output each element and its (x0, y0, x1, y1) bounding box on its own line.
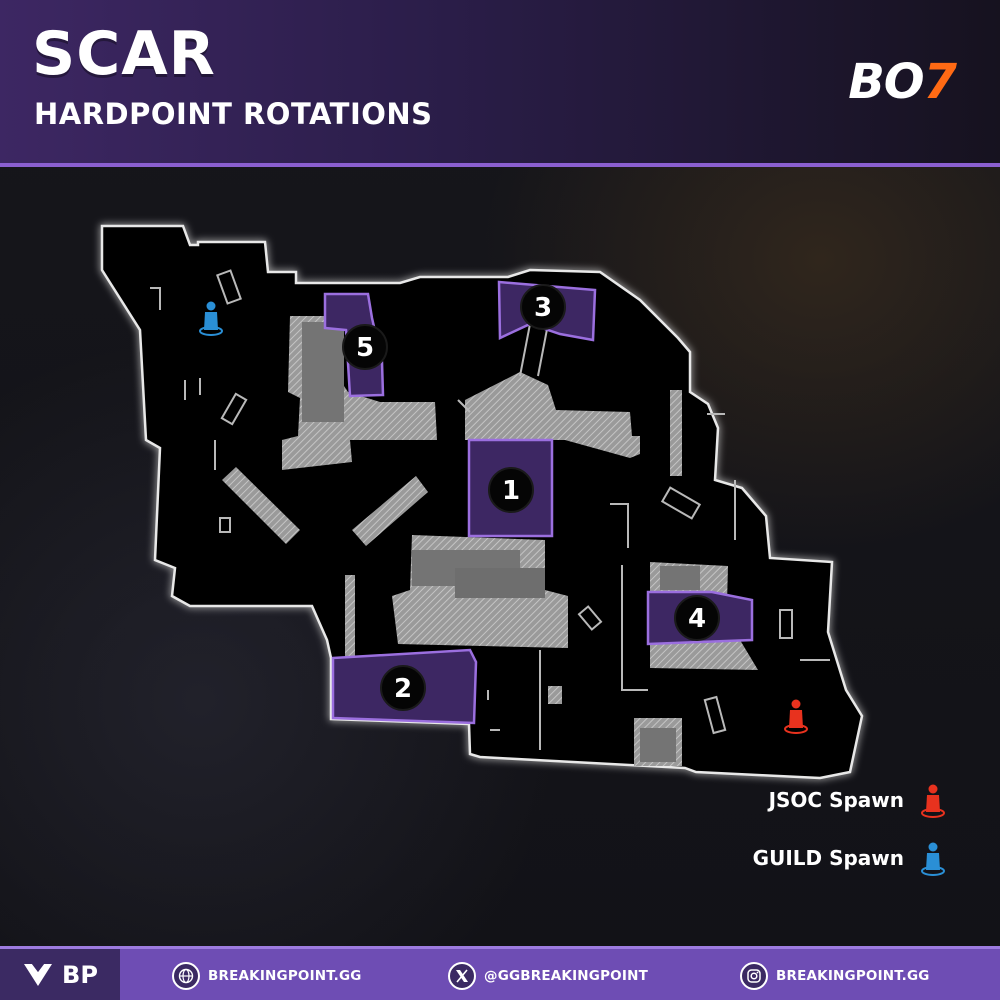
footer-website-text: BREAKINGPOINT.GG (208, 968, 362, 984)
map-walls (150, 269, 830, 750)
jsoc-spawn-icon (921, 784, 945, 818)
jsoc-spawn-marker (784, 699, 808, 734)
footer-bar (0, 946, 1000, 1000)
mode-subtitle: HARDPOINT ROTATIONS (34, 97, 433, 131)
hardpoint-number-3: 3 (534, 293, 552, 323)
footer-website-link[interactable]: BREAKINGPOINT.GG (172, 960, 362, 992)
footer-divider (0, 946, 1000, 949)
hardpoint-number-4: 4 (688, 604, 706, 634)
hardpoint-number-5: 5 (356, 333, 374, 363)
footer-brand[interactable]: BP (0, 949, 120, 1000)
globe-icon (172, 962, 200, 990)
x-logo-icon (448, 962, 476, 990)
hardpoint-badge-2: 2 (380, 665, 426, 711)
footer-x-text: @GGBREAKINGPOINT (484, 968, 648, 984)
hardpoint-number-2: 2 (394, 674, 412, 704)
header-divider (0, 163, 1000, 167)
footer-instagram-text: BREAKINGPOINT.GG (776, 968, 930, 984)
legend-guild: GUILD Spawn (753, 840, 948, 876)
map-title: SCAR (32, 19, 216, 89)
bp-logo-icon (24, 963, 53, 986)
game-logo-accent: 7 (923, 54, 957, 110)
map-buildings (222, 316, 758, 766)
brand-text: BP (62, 960, 98, 989)
hardpoint-badges: 1 2 3 4 5 (342, 284, 720, 711)
footer-x-link[interactable]: @GGBREAKINGPOINT (448, 960, 648, 992)
game-logo-main: BO (848, 54, 924, 110)
hardpoint-badge-4: 4 (674, 595, 720, 641)
hardpoint-number-1: 1 (502, 476, 520, 506)
header-banner: SCAR HARDPOINT ROTATIONS BO7 (0, 0, 1000, 163)
hardpoint-badge-3: 3 (520, 284, 566, 330)
guild-spawn-marker (199, 301, 223, 336)
hardpoint-badge-1: 1 (488, 467, 534, 513)
guild-spawn-icon (921, 842, 945, 876)
instagram-icon (740, 962, 768, 990)
footer-instagram-link[interactable]: BREAKINGPOINT.GG (740, 960, 930, 992)
legend-jsoc-label: JSOC Spawn (768, 788, 904, 812)
legend-jsoc: JSOC Spawn (769, 782, 948, 818)
hardpoint-badge-5: 5 (342, 324, 388, 370)
game-logo: BO7 (848, 58, 957, 106)
legend-guild-label: GUILD Spawn (752, 846, 904, 870)
